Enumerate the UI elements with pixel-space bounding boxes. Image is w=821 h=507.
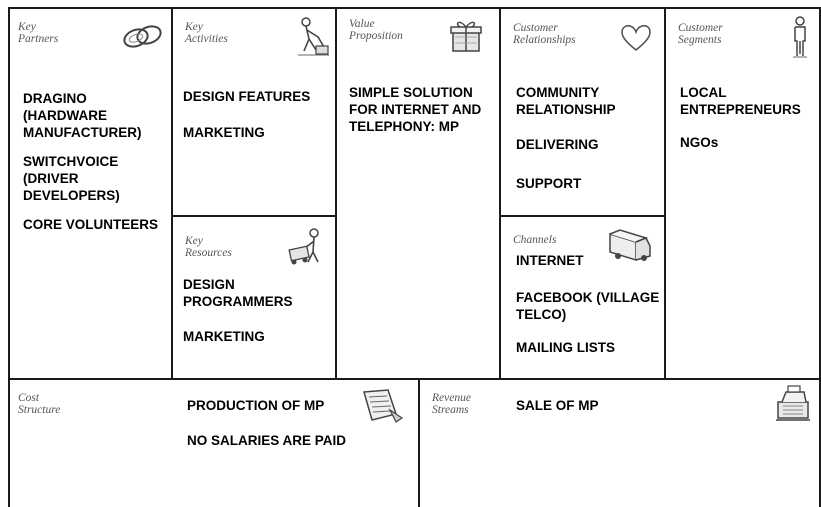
list-item: SALE OF MP	[516, 398, 599, 413]
list-item: CORE VOLUNTEERS	[23, 217, 159, 232]
key-partners-heading: Key Partners	[18, 21, 59, 45]
revenue-streams-list: SALE OF MP	[516, 397, 756, 426]
list-item: DELIVERING	[516, 137, 599, 152]
list-item: PRODUCTION OF MP	[187, 398, 325, 413]
list-item: SIMPLE SOLUTION FOR INTERNET AND TELEPHO…	[349, 85, 482, 134]
channels-heading: Channels	[513, 234, 557, 246]
list-item: NO SALARIES ARE PAID	[187, 433, 347, 448]
customer-segments-list: LOCAL ENTREPRENEURS NGOs	[680, 84, 818, 163]
cash-register-icon	[774, 384, 814, 424]
channels-list: INTERNET FACEBOOK (VILLAGE TELCO) MAILIN…	[516, 252, 664, 368]
divider-relationships-segments	[664, 7, 666, 379]
customer-relationships-list: COMMUNITY RELATIONSHIP DELIVERING SUPPOR…	[516, 84, 664, 204]
person-with-cart-icon	[288, 228, 330, 268]
list-item: DRAGINO (HARDWARE MANUFACTURER)	[23, 91, 142, 140]
gift-icon	[448, 17, 484, 55]
list-item: SWITCHVOICE (DRIVER DEVELOPERS)	[23, 154, 120, 203]
divider-value-relationships	[499, 7, 501, 379]
canvas-top-border	[8, 7, 820, 9]
customer-relationships-heading: Customer Relationships	[513, 22, 576, 46]
list-item: INTERNET	[516, 253, 584, 268]
key-resources-list: DESIGN PROGRAMMERS MARKETING	[183, 276, 333, 357]
customer-segments-heading: Customer Segments	[678, 22, 723, 46]
value-proposition-heading: Value Proposition	[349, 18, 403, 42]
key-partners-list: DRAGINO (HARDWARE MANUFACTURER) SWITCHVO…	[23, 90, 168, 245]
truck-icon	[606, 228, 654, 266]
list-item: SUPPORT	[516, 176, 582, 191]
cost-structure-heading: Cost Structure	[18, 392, 61, 416]
list-item: MARKETING	[183, 329, 265, 344]
list-item: COMMUNITY RELATIONSHIP	[516, 85, 616, 117]
heart-icon	[620, 24, 652, 52]
person-working-icon	[296, 17, 330, 57]
key-activities-heading: Key Activities	[185, 21, 228, 45]
divider-activities-value	[335, 7, 337, 379]
list-item: NGOs	[680, 135, 719, 150]
list-item: FACEBOOK (VILLAGE TELCO)	[516, 290, 660, 322]
price-tag-icon	[360, 388, 404, 424]
revenue-streams-heading: Revenue Streams	[432, 392, 471, 416]
canvas-right-border	[819, 7, 821, 507]
key-activities-list: DESIGN FEATURES MARKETING	[183, 88, 333, 153]
cost-structure-list: PRODUCTION OF MP NO SALARIES ARE PAID	[187, 397, 417, 461]
list-item: MAILING LISTS	[516, 340, 615, 355]
value-proposition-list: SIMPLE SOLUTION FOR INTERNET AND TELEPHO…	[349, 84, 499, 147]
list-item: DESIGN FEATURES	[183, 89, 311, 104]
divider-upper-lower	[8, 378, 820, 380]
divider-cost-revenue	[418, 378, 420, 507]
divider-activities-resources	[171, 215, 336, 217]
canvas-left-border	[8, 7, 10, 507]
list-item: DESIGN PROGRAMMERS	[183, 277, 293, 309]
list-item: MARKETING	[183, 125, 265, 140]
person-standing-icon	[790, 16, 810, 58]
chain-links-icon	[122, 24, 164, 50]
key-resources-heading: Key Resources	[185, 235, 232, 259]
list-item: LOCAL ENTREPRENEURS	[680, 85, 801, 117]
divider-relationships-channels	[499, 215, 665, 217]
divider-partners-activities	[171, 7, 173, 379]
